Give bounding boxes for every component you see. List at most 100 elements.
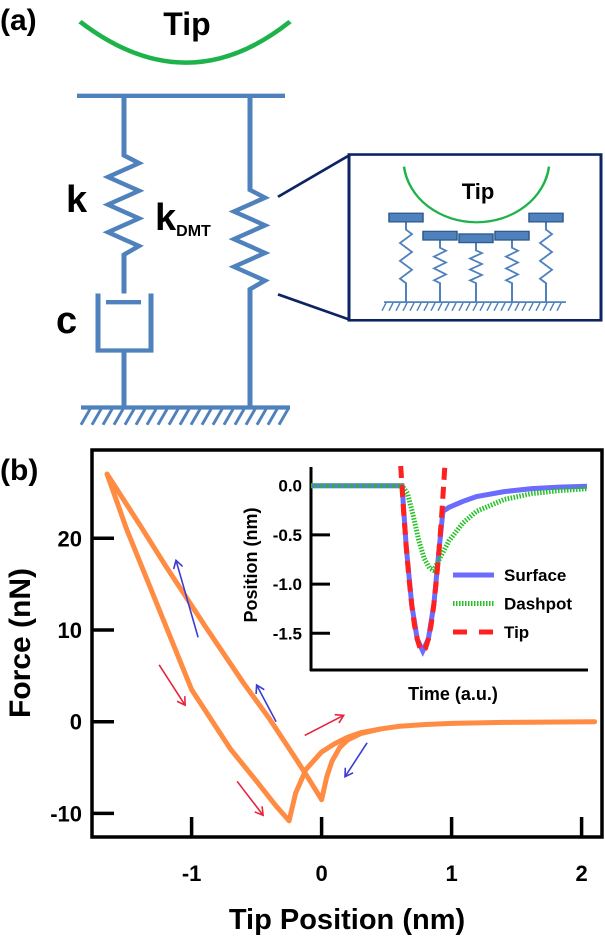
hatch-mark	[112, 408, 125, 426]
arrow-head	[334, 713, 346, 724]
zoom-line-bottom	[277, 293, 350, 321]
inset-hatch	[521, 302, 527, 312]
x-tick-label: 1	[445, 861, 457, 886]
inset-y-tick-label: 0.0	[278, 477, 302, 496]
inset-hatch	[535, 302, 541, 312]
inset-plate	[494, 230, 530, 241]
direction-arrow	[344, 742, 368, 778]
hatch-mark	[145, 408, 158, 426]
direction-arrow	[236, 780, 264, 816]
hatch-mark	[211, 408, 224, 426]
hatch-mark	[277, 408, 290, 426]
inset-hatch	[472, 302, 478, 312]
x-tick-label: 2	[575, 861, 587, 886]
inset-hatch	[416, 302, 422, 312]
hatch-mark	[134, 408, 147, 426]
inset-hatch	[465, 302, 471, 312]
inset-hatch	[528, 302, 534, 312]
inset-hatch	[409, 302, 415, 312]
spring-k	[102, 95, 145, 294]
y-tick-label: -10	[50, 801, 82, 826]
hatch-mark	[79, 408, 92, 426]
inset-curves	[311, 465, 588, 657]
inset-hatch	[514, 302, 520, 312]
direction-arrows	[158, 558, 368, 817]
c-label: c	[56, 300, 77, 342]
direction-arrow	[255, 684, 277, 723]
main-plot-frame	[90, 448, 604, 839]
inset-hatch	[402, 302, 408, 312]
inset-curve-tip	[398, 465, 448, 655]
inset-plate	[388, 212, 424, 223]
hatch-mark	[222, 408, 235, 426]
y-tick-label: 0	[70, 710, 82, 735]
k-label: k	[66, 179, 88, 221]
zoom-line-top	[277, 154, 350, 198]
force-curve-branch-lower	[104, 471, 292, 824]
legend-label-dashpot: Dashpot	[504, 595, 572, 614]
hatch-mark	[233, 408, 246, 426]
tip-label: Tip	[163, 6, 210, 42]
inset-y-tick-label: -1.5	[273, 624, 302, 643]
inset-hatch	[556, 302, 562, 312]
inset-tip-curve	[402, 166, 551, 224]
kdmt-k: k	[155, 197, 177, 239]
y-tick-label: 20	[58, 526, 82, 551]
inset-y-tick-label: -1.0	[273, 575, 302, 594]
x-tick-label: 0	[315, 861, 327, 886]
direction-arrow	[175, 560, 199, 638]
inset-hatch	[542, 302, 548, 312]
hatch-mark	[255, 408, 268, 426]
inset-spring	[398, 219, 414, 303]
hatch-mark	[266, 408, 279, 426]
arrow-head	[344, 767, 354, 779]
inset-hatch	[451, 302, 457, 312]
legend-label-surface: Surface	[504, 566, 566, 585]
panel-a-drawing	[77, 19, 603, 426]
inset-hatch	[423, 302, 429, 312]
inset-hatch	[430, 302, 436, 312]
y-axis-label: Force (nN)	[4, 568, 37, 718]
inset-plate	[422, 230, 458, 241]
ground-hatch	[79, 408, 290, 426]
inset-hatch	[381, 302, 387, 312]
inset-y-label: Position (nm)	[241, 508, 261, 623]
inset-hatch	[395, 302, 401, 312]
panel-a-label: (a)	[0, 4, 37, 37]
arrow-head	[176, 696, 186, 707]
arrow-head	[254, 806, 265, 817]
inset-spring	[431, 237, 449, 303]
inset-hatch	[444, 302, 450, 312]
kdmt-subscript: DMT	[176, 223, 211, 240]
force-curves	[104, 471, 598, 824]
inset-hatch	[500, 302, 506, 312]
x-tick-label: -1	[182, 861, 202, 886]
spring-dashpot-model	[77, 93, 290, 426]
panel-b-label: (b)	[0, 454, 38, 487]
tip-curve	[78, 19, 292, 65]
inset-y-tick-label: -0.5	[273, 526, 302, 545]
legend-label-tip: Tip	[504, 623, 529, 642]
hatch-mark	[156, 408, 169, 426]
inset-axes: 0.0 -0.5 -1.0 -1.5	[273, 467, 588, 672]
inset-hatch	[486, 302, 492, 312]
inset-spring	[538, 219, 554, 303]
inset-hatch	[549, 302, 555, 312]
direction-arrow	[304, 714, 345, 737]
spring-kdmt	[228, 95, 271, 408]
direction-arrow	[158, 664, 186, 706]
inset-plate	[528, 212, 564, 223]
inset-curve-dashpot	[311, 483, 588, 574]
hatch-mark	[189, 408, 202, 426]
inset-hatch	[507, 302, 513, 312]
inset-hatch	[437, 302, 443, 312]
hatch-mark	[167, 408, 180, 426]
hatch-mark	[123, 408, 136, 426]
inset-spring	[467, 239, 485, 303]
inset-hatch	[493, 302, 499, 312]
hatch-mark	[178, 408, 191, 426]
inset-hatch	[458, 302, 464, 312]
